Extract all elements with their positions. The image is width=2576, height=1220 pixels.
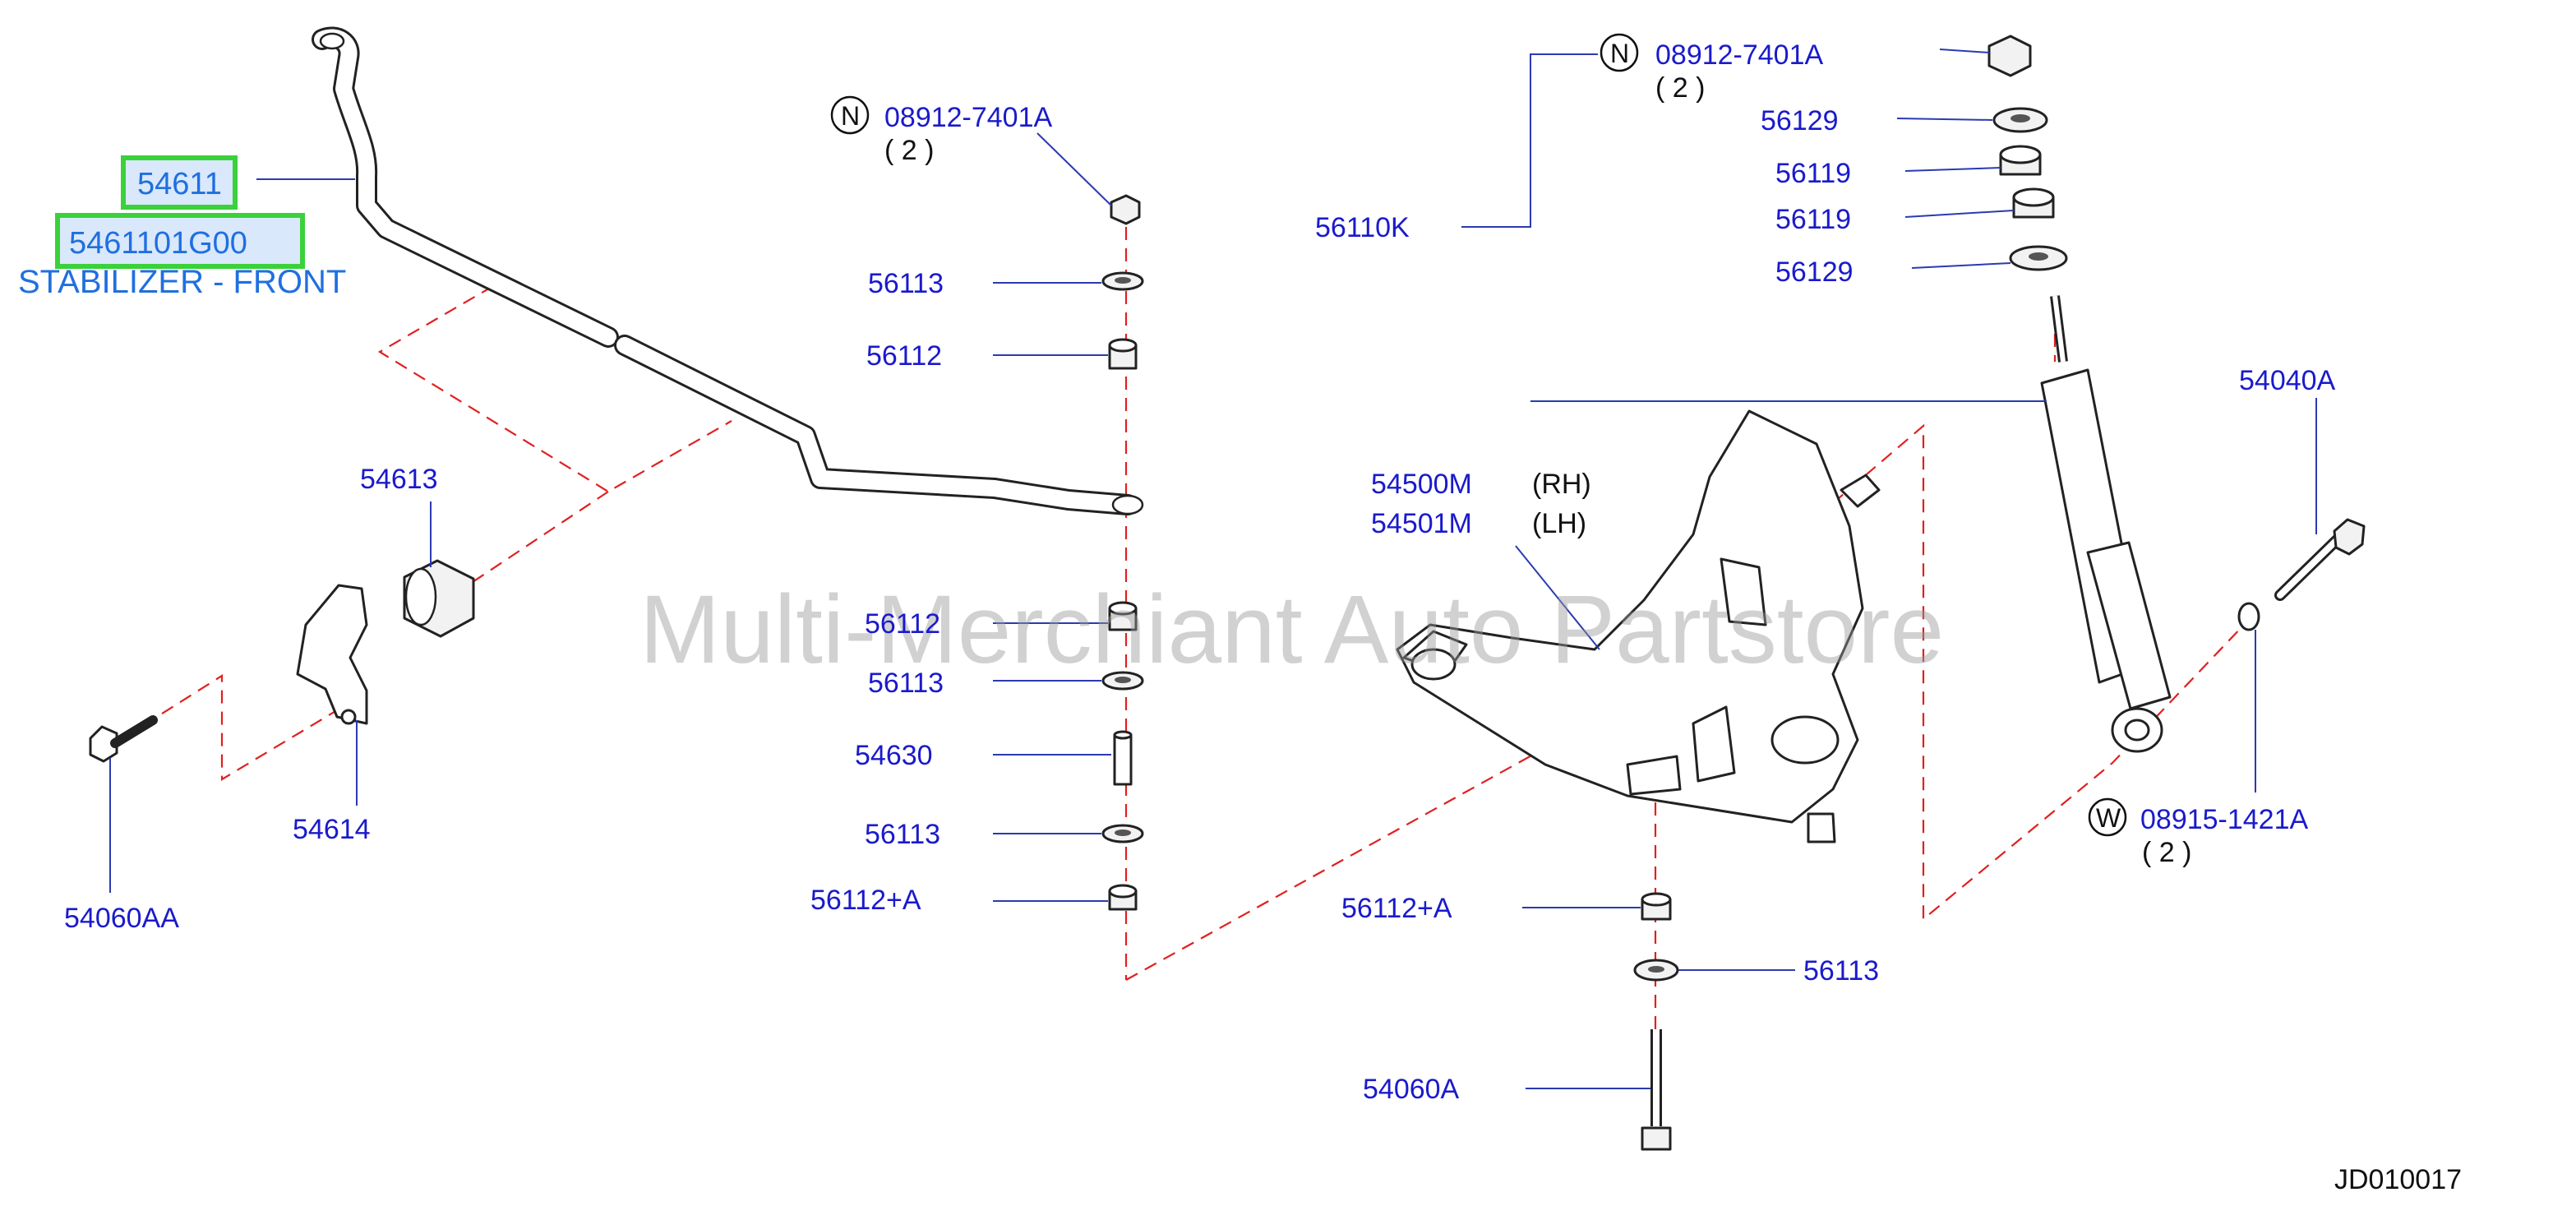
label-rh: (RH) bbox=[1532, 469, 1591, 500]
bushing-56112A-a-icon bbox=[1108, 884, 1138, 911]
label-54060AA[interactable]: 54060AA bbox=[64, 903, 179, 934]
stabilizer-bar-icon bbox=[312, 26, 1144, 515]
highlight-full-number[interactable]: 5461101G00 bbox=[69, 226, 247, 261]
label-08915[interactable]: 08915-1421A bbox=[2140, 804, 2309, 835]
bushing-56119-a-icon bbox=[1999, 145, 2042, 176]
bolt-54040A-icon bbox=[2274, 518, 2366, 601]
diagram-code: JD010017 bbox=[2334, 1164, 2462, 1195]
label-56112-b[interactable]: 56112 bbox=[865, 608, 940, 640]
label-56119-b[interactable]: 56119 bbox=[1775, 204, 1851, 235]
label-56113-b[interactable]: 56113 bbox=[868, 668, 944, 699]
washer-56129-a-icon bbox=[1992, 107, 2048, 133]
label-54500M[interactable]: 54500M bbox=[1371, 469, 1472, 500]
label-08912-right[interactable]: 08912-7401A bbox=[1655, 39, 1824, 71]
control-arm-54500M-icon bbox=[1396, 409, 1881, 843]
nut-right-callout[interactable]: N 08912-7401A ( 2 ) bbox=[1600, 33, 1824, 104]
label-56112-a[interactable]: 56112 bbox=[866, 340, 942, 372]
label-54060A[interactable]: 54060A bbox=[1363, 1074, 1460, 1105]
highlight-description: STABILIZER - FRONT bbox=[18, 264, 346, 300]
highlight-box-number[interactable] bbox=[55, 213, 305, 269]
highlight-part-number[interactable]: 54611 bbox=[137, 167, 222, 201]
label-54501M[interactable]: 54501M bbox=[1371, 508, 1472, 539]
qty-08912-right: ( 2 ) bbox=[1655, 72, 1705, 104]
dash-bolt-bracket bbox=[143, 674, 346, 781]
qty-08912-left: ( 2 ) bbox=[884, 135, 934, 166]
label-54630[interactable]: 54630 bbox=[855, 740, 933, 771]
washer-56113-c-icon bbox=[1101, 824, 1144, 843]
nut-left-callout[interactable]: N 08912-7401A ( 2 ) bbox=[830, 95, 1053, 166]
spacer-54630-icon bbox=[1113, 730, 1133, 786]
bushing-56112A-b-icon bbox=[1641, 892, 1672, 921]
label-54613[interactable]: 54613 bbox=[360, 464, 438, 495]
washer-08915-icon bbox=[2237, 602, 2260, 631]
label-56112A-b[interactable]: 56112+A bbox=[1341, 893, 1452, 924]
label-56113-c[interactable]: 56113 bbox=[865, 819, 940, 850]
label-56112A-a[interactable]: 56112+A bbox=[810, 885, 921, 916]
washer-56113-d-icon bbox=[1633, 959, 1679, 982]
highlight-box-part[interactable] bbox=[121, 155, 238, 210]
bolt-54060AA-icon bbox=[89, 715, 158, 763]
qty-08915: ( 2 ) bbox=[2142, 837, 2191, 868]
dash-bar-bracket bbox=[377, 285, 732, 493]
bracket-54614-icon bbox=[296, 584, 368, 725]
washer-callout[interactable]: W 08915-1421A ( 2 ) bbox=[2088, 797, 2309, 868]
label-56113-d[interactable]: 56113 bbox=[1803, 955, 1879, 987]
label-56110K[interactable]: 56110K bbox=[1315, 212, 1410, 243]
symbol-n-right: N bbox=[1610, 39, 1629, 68]
washer-56113-b-icon bbox=[1101, 671, 1144, 691]
leader-lines bbox=[109, 49, 2317, 1089]
label-56129-b[interactable]: 56129 bbox=[1775, 256, 1854, 288]
label-lh: (LH) bbox=[1532, 508, 1586, 539]
label-56113-a[interactable]: 56113 bbox=[868, 268, 944, 299]
label-54614[interactable]: 54614 bbox=[293, 814, 371, 845]
bushing-56112-b-icon bbox=[1108, 601, 1138, 631]
bushing-54613-icon bbox=[403, 559, 475, 638]
label-56119-a[interactable]: 56119 bbox=[1775, 158, 1851, 189]
washer-56129-b-icon bbox=[2009, 245, 2068, 271]
bushing-56112-a-icon bbox=[1108, 338, 1138, 370]
label-08912-left[interactable]: 08912-7401A bbox=[884, 102, 1053, 133]
part-labels: 56113 56112 56112 56113 54630 56113 5611… bbox=[64, 105, 2336, 1105]
label-54040A[interactable]: 54040A bbox=[2239, 365, 2336, 396]
label-56129-a[interactable]: 56129 bbox=[1761, 105, 1839, 136]
washer-56113-a-icon bbox=[1101, 271, 1144, 291]
link-stack-parts bbox=[1101, 194, 1144, 911]
symbol-circle-n-left bbox=[830, 95, 870, 135]
bushing-56119-b-icon bbox=[2012, 187, 2055, 219]
nut-08912-right-icon bbox=[1987, 35, 2032, 77]
symbol-w: W bbox=[2096, 803, 2121, 833]
symbol-circle-n-right bbox=[1600, 33, 1639, 72]
watermark-text: Multi-Merchiant Auto Partstore bbox=[639, 575, 1944, 684]
symbol-n-left: N bbox=[841, 101, 860, 131]
highlight-callout[interactable]: 54611 5461101G00 STABILIZER - FRONT bbox=[18, 155, 346, 300]
nut-08912-left-icon bbox=[1110, 194, 1141, 225]
shock-absorber-56110K-icon bbox=[2040, 295, 2172, 753]
bolt-54060A-icon bbox=[1641, 1029, 1672, 1151]
symbol-circle-w bbox=[2088, 797, 2127, 837]
dash-bar-bushing bbox=[459, 491, 609, 591]
